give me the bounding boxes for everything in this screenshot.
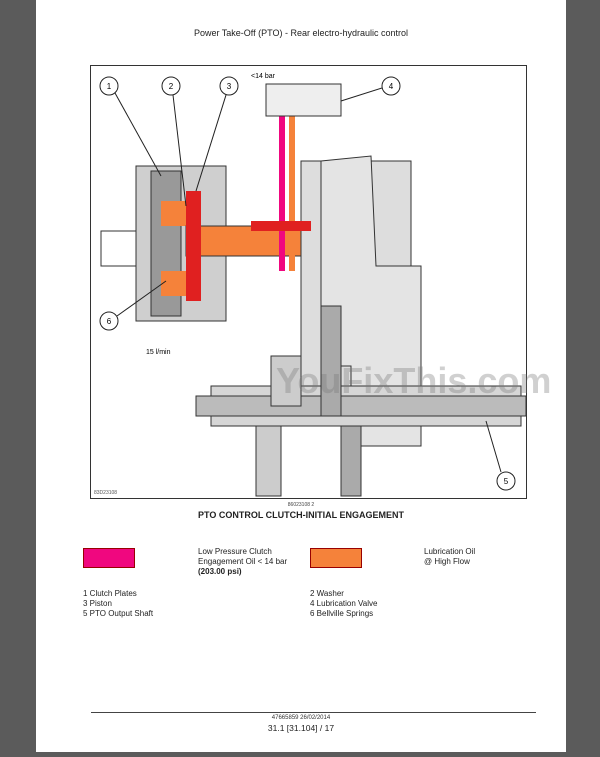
flow-label: 15 l/min xyxy=(146,349,171,356)
pressure-label: <14 bar xyxy=(251,73,276,80)
watermark: YouFixThis.com xyxy=(276,360,552,401)
figure-number: 86023108 2 xyxy=(287,502,315,508)
callout-1: 1 xyxy=(107,82,112,91)
manual-page: Power Take-Off (PTO) - Rear electro-hydr… xyxy=(36,0,566,752)
legend-swatch-pressure xyxy=(83,548,135,568)
legend-swatch-lubrication xyxy=(310,548,362,568)
callout-6: 6 xyxy=(107,317,112,326)
footer-divider xyxy=(91,712,536,713)
page-header: Power Take-Off (PTO) - Rear electro-hydr… xyxy=(193,28,409,38)
footer-doc-id: 47665859 26/02/2014 xyxy=(271,715,331,721)
callout-5: 5 xyxy=(504,477,509,486)
callout-3: 3 xyxy=(227,82,232,91)
figure-code: 83D23108 xyxy=(94,490,117,496)
callout-4: 4 xyxy=(389,82,394,91)
pto-cross-section: 1 2 3 4 5 6 <14 bar 15 l/min 83D23108 xyxy=(94,73,527,497)
callout-2: 2 xyxy=(169,82,174,91)
callout-markers xyxy=(99,76,516,491)
legend-lubrication-text: Lubrication Oil@ High Flow xyxy=(424,547,476,566)
footer-page-number: 31.1 [31.104] / 17 xyxy=(267,723,335,733)
figure-caption: PTO CONTROL CLUTCH-INITIAL ENGAGEMENT xyxy=(198,510,404,520)
pto-diagram: 1 2 3 4 5 6 <14 bar 15 l/min 83D23108 xyxy=(90,65,527,499)
